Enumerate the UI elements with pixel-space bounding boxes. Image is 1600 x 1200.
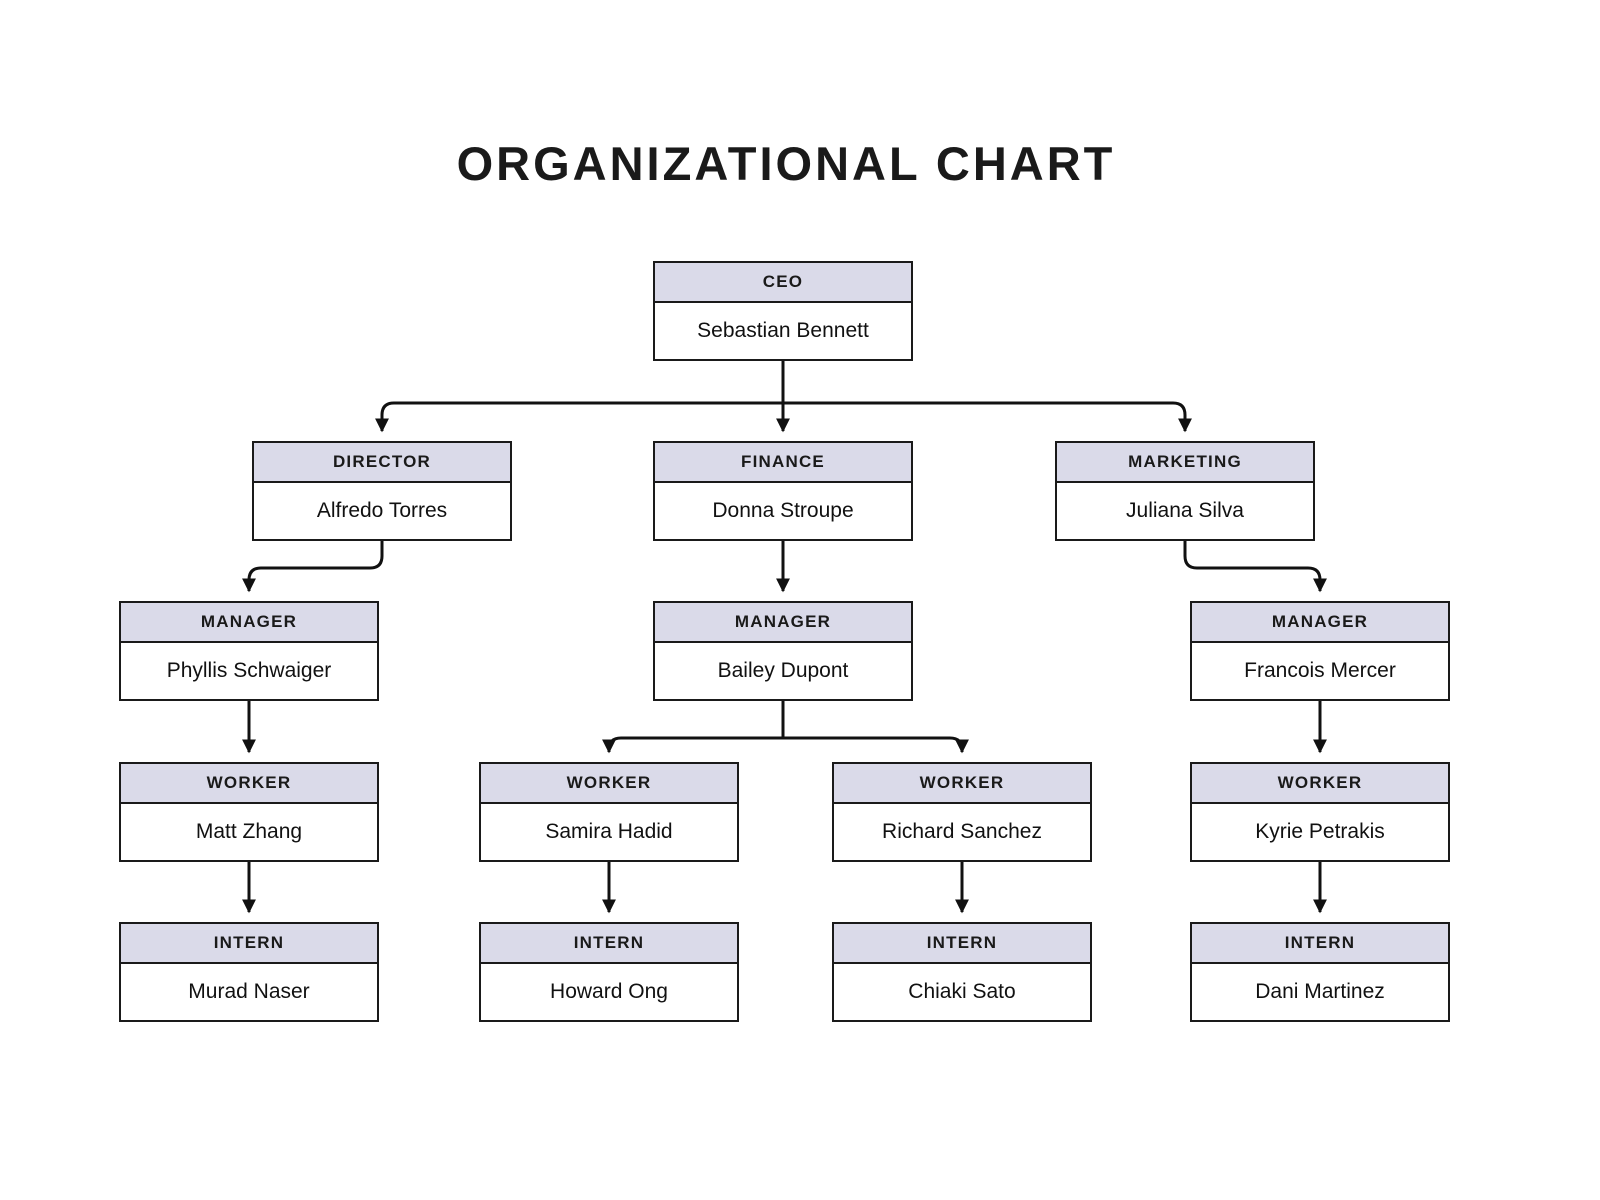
connector-managerc-worker2 — [602, 736, 783, 754]
org-node-marketing: MARKETING Juliana Silva — [1055, 441, 1315, 541]
role-header: MARKETING — [1057, 443, 1313, 483]
role-header: INTERN — [121, 924, 377, 964]
org-node-manager-director: MANAGER Phyllis Schwaiger — [119, 601, 379, 701]
person-name: Kyrie Petrakis — [1255, 820, 1385, 843]
role-header: FINANCE — [655, 443, 911, 483]
connector-managerc-worker3 — [783, 736, 969, 754]
role-header: WORKER — [481, 764, 737, 804]
org-node-intern-finance-1: INTERN Howard Ong — [479, 922, 739, 1022]
person-name: Donna Stroupe — [712, 499, 854, 522]
org-node-manager-finance: MANAGER Bailey Dupont — [653, 601, 913, 701]
role-header: MANAGER — [1192, 603, 1448, 643]
person-name: Bailey Dupont — [717, 659, 849, 682]
org-node-worker-finance-2: WORKER Richard Sanchez — [832, 762, 1092, 862]
org-node-worker-marketing: WORKER Kyrie Petrakis — [1190, 762, 1450, 862]
org-node-worker-finance-1: WORKER Samira Hadid — [479, 762, 739, 862]
connector-director-manager — [242, 537, 384, 593]
role-header: CEO — [655, 263, 911, 303]
person-name: Murad Naser — [188, 980, 310, 1003]
connector-ceo-director — [375, 401, 783, 433]
person-name: Dani Martinez — [1255, 980, 1385, 1003]
org-node-finance: FINANCE Donna Stroupe — [653, 441, 913, 541]
role-header: MANAGER — [655, 603, 911, 643]
person-name: Chiaki Sato — [908, 980, 1016, 1003]
role-header: WORKER — [121, 764, 377, 804]
role-header: INTERN — [1192, 924, 1448, 964]
connector-ceo-marketing — [783, 401, 1192, 433]
person-name: Matt Zhang — [195, 820, 303, 843]
person-name: Alfredo Torres — [316, 499, 448, 522]
org-node-director: DIRECTOR Alfredo Torres — [252, 441, 512, 541]
person-name: Juliana Silva — [1126, 499, 1244, 522]
org-node-manager-marketing: MANAGER Francois Mercer — [1190, 601, 1450, 701]
org-node-intern-director: INTERN Murad Naser — [119, 922, 379, 1022]
connector-marketing-manager — [1183, 537, 1327, 593]
role-header: WORKER — [1192, 764, 1448, 804]
role-header: INTERN — [834, 924, 1090, 964]
org-node-ceo: CEO Sebastian Bennett — [653, 261, 913, 361]
person-name: Sebastian Bennett — [697, 319, 869, 342]
org-node-intern-marketing: INTERN Dani Martinez — [1190, 922, 1450, 1022]
role-header: INTERN — [481, 924, 737, 964]
org-node-intern-finance-2: INTERN Chiaki Sato — [832, 922, 1092, 1022]
page-title: ORGANIZATIONAL CHART — [456, 137, 1116, 190]
person-name: Samira Hadid — [545, 820, 673, 843]
role-header: DIRECTOR — [254, 443, 510, 483]
role-header: MANAGER — [121, 603, 377, 643]
person-name: Phyllis Schwaiger — [166, 659, 332, 682]
role-header: WORKER — [834, 764, 1090, 804]
person-name: Howard Ong — [550, 980, 668, 1003]
org-node-worker-director: WORKER Matt Zhang — [119, 762, 379, 862]
person-name: Richard Sanchez — [882, 820, 1042, 843]
person-name: Francois Mercer — [1244, 659, 1396, 682]
